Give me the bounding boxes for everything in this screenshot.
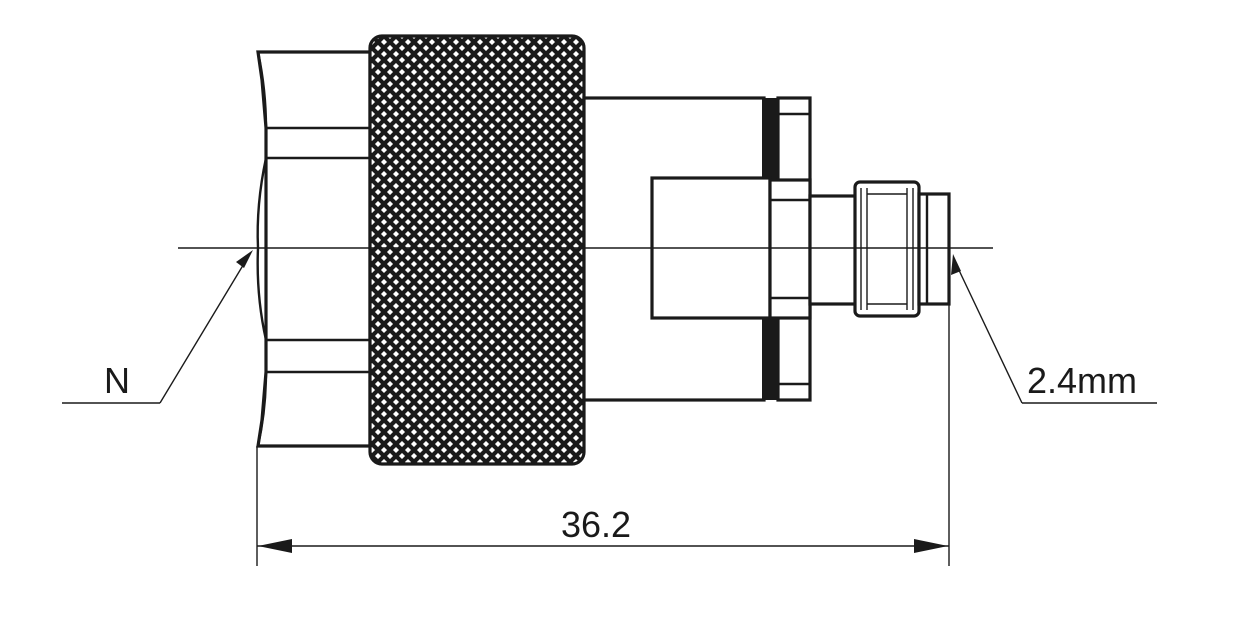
n-leader — [62, 250, 253, 404]
label-length: 36.2 — [561, 504, 631, 545]
hex-nut — [256, 50, 372, 448]
neck — [808, 194, 858, 306]
coupling-sleeve-2-4mm — [853, 180, 921, 318]
label-2-4mm: 2.4mm — [1027, 360, 1137, 401]
knurled-coupling-nut — [368, 34, 586, 466]
front-interface — [917, 192, 951, 306]
hex-collar — [768, 178, 812, 320]
2-4mm-leader — [951, 254, 1157, 404]
label-n: N — [104, 360, 130, 401]
length-dimension — [256, 304, 950, 566]
